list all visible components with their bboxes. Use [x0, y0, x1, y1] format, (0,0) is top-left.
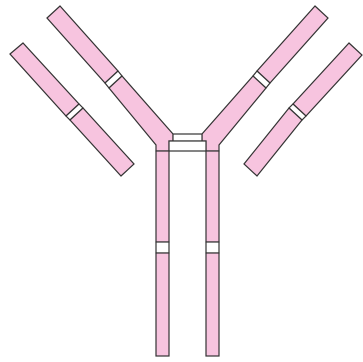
left-light-chain: [10, 43, 134, 176]
left-heavy-chain-arm: [47, 6, 173, 151]
right-light-chain: [244, 43, 362, 176]
right-heavy-chain-stem: [206, 151, 219, 356]
right-light-chain-variable-domain: [293, 43, 362, 116]
right-stem-junction: [206, 242, 219, 253]
left-light-chain-constant-domain: [70, 108, 134, 176]
right-stem-ch2-domain: [206, 151, 219, 242]
right-heavy-chain-variable-domain: [257, 6, 328, 83]
left-light-chain-variable-domain: [10, 43, 79, 116]
left-stem-junction: [156, 242, 169, 253]
left-stem-ch2-domain: [156, 151, 169, 242]
hinge-lower-bridge: [169, 141, 206, 151]
hinge-upper-bridge: [173, 134, 202, 141]
hinge-region: [169, 134, 206, 151]
left-heavy-chain-variable-domain: [47, 6, 118, 83]
left-heavy-chain-stem: [156, 151, 169, 356]
right-heavy-chain-constant-domain: [202, 76, 266, 151]
right-light-chain-constant-domain: [244, 108, 302, 176]
left-heavy-chain-constant-domain: [109, 76, 173, 151]
left-stem-ch3-domain: [156, 253, 169, 356]
right-heavy-chain-arm: [202, 6, 328, 151]
right-stem-ch3-domain: [206, 253, 219, 356]
